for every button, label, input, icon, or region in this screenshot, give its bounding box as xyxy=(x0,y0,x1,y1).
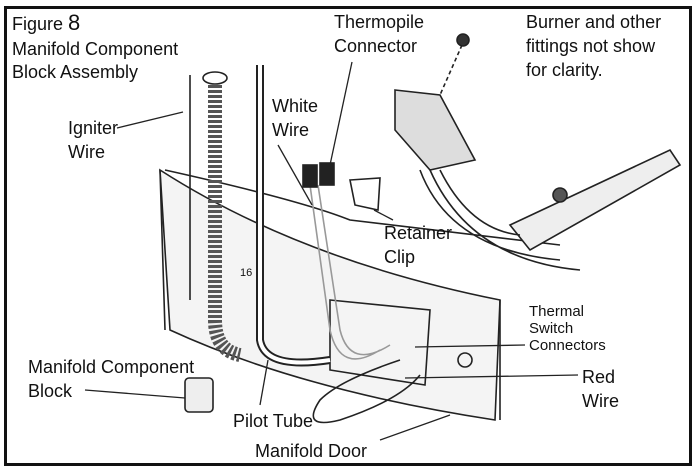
door-frame-lip xyxy=(159,169,501,420)
valve-tubes xyxy=(419,169,581,271)
manifold-block-label-2: Block xyxy=(28,381,73,401)
thermopile-label-1: Thermopile xyxy=(334,12,425,32)
manifold-component-block xyxy=(184,377,214,413)
igniter-label-2: Wire xyxy=(68,142,105,162)
note-line1: Burner and other xyxy=(526,12,662,32)
burner-nut xyxy=(552,187,568,203)
screw-icon xyxy=(456,33,470,47)
pilot-tube-label: Pilot Tube xyxy=(233,411,314,431)
igniter-label-1: Igniter xyxy=(68,118,119,138)
figure-title-line2: Block Assembly xyxy=(12,62,139,82)
thermopile-connector-2 xyxy=(319,162,335,186)
flex-conduit xyxy=(208,80,242,362)
screw-leader xyxy=(439,44,463,96)
thermal-switch-label-3: Connectors xyxy=(529,337,606,354)
thermal-switch-label-1: Thermal xyxy=(529,303,585,320)
burner-bracket xyxy=(508,148,682,252)
thermopile-connector xyxy=(302,164,318,188)
white-wire-label-2: Wire xyxy=(272,120,309,140)
note-line2: fittings not show xyxy=(526,36,656,56)
retainer-label-2: Clip xyxy=(384,247,416,267)
pilot-tube-inner xyxy=(258,65,331,365)
red-wire-label-1: Red xyxy=(582,367,616,387)
door-marking: 16 xyxy=(240,267,253,279)
leader-lines xyxy=(84,61,579,441)
figure-label: Figure 8 xyxy=(12,12,80,35)
figure-prefix: Figure xyxy=(12,14,64,34)
manifold-block-label-1: Manifold Component xyxy=(28,357,195,377)
door-bolt xyxy=(457,352,473,368)
door-top-edge xyxy=(164,169,561,246)
red-wire-label-2: Wire xyxy=(582,391,619,411)
conduit-top xyxy=(202,71,228,85)
retainer-label-1: Retainer xyxy=(384,223,453,243)
white-wire xyxy=(309,184,391,360)
figure-number: 8 xyxy=(68,10,81,35)
retainer-clip xyxy=(349,177,381,211)
door-inner-panel xyxy=(329,299,431,386)
figure-border xyxy=(4,6,692,466)
figure-title-line1: Manifold Component xyxy=(12,39,179,59)
manifold-door-label: Manifold Door xyxy=(255,441,368,461)
red-wire xyxy=(312,359,421,424)
thermal-switch-label-2: Switch xyxy=(529,320,574,337)
note-line3: for clarity. xyxy=(526,60,603,80)
white-wire-label-1: White xyxy=(272,96,319,116)
gas-valve xyxy=(394,89,477,171)
thermopile-label-2: Connector xyxy=(334,36,418,56)
